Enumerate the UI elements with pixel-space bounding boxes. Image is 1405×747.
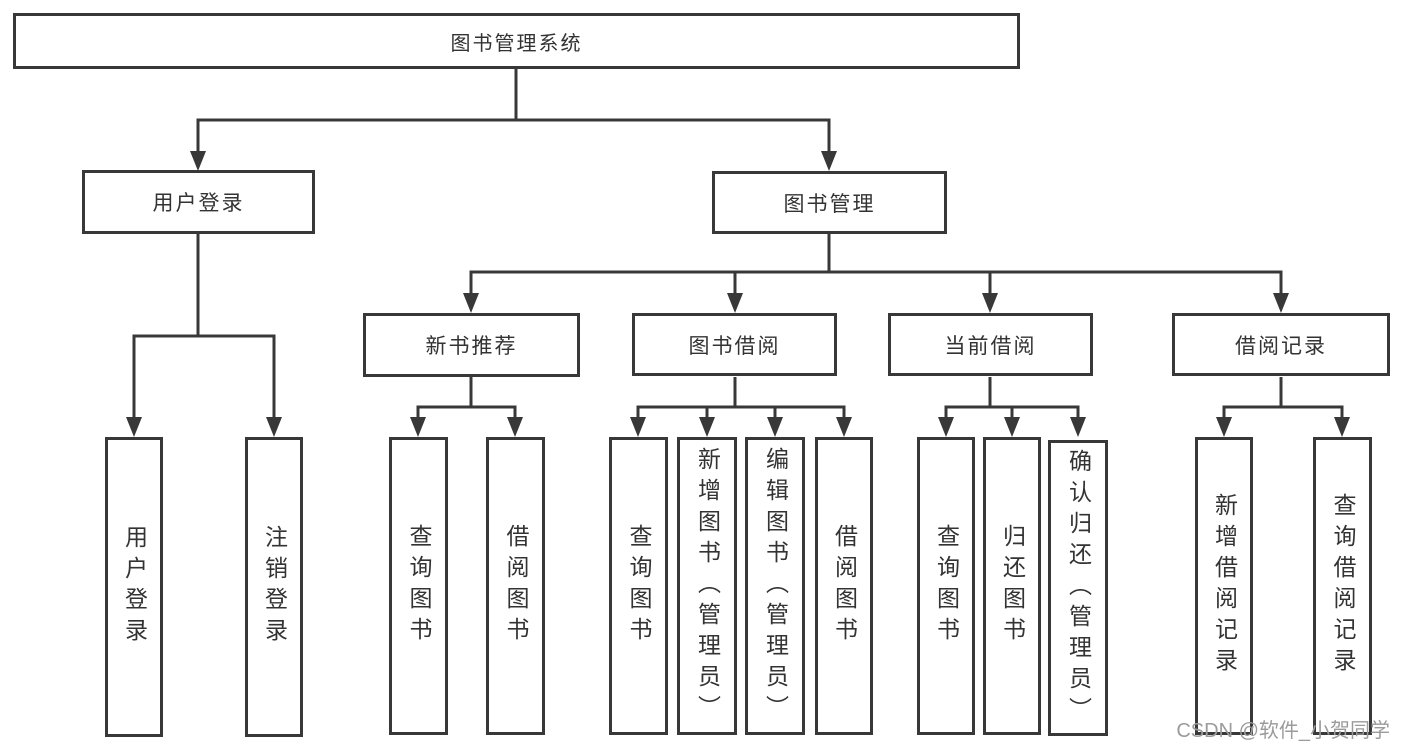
- leaf-borrow-edit-books-admin: 编辑图书（管理员）: [745, 437, 805, 735]
- arrow-down-icon: [1070, 417, 1086, 437]
- wire-recommend-to-leaves: [416, 377, 517, 423]
- leaf-recommend-query-books: 查询图书: [389, 437, 448, 735]
- arrow-down-icon: [507, 417, 523, 437]
- node-label: 图书管理: [783, 192, 876, 216]
- arrow-down-icon: [190, 151, 206, 171]
- leaf-records-add-record: 新增借阅记录: [1195, 437, 1253, 735]
- wire-bookmgmt-to-level3: [469, 234, 1283, 299]
- node-book-borrow: 图书借阅: [632, 313, 837, 376]
- wire-borrow-to-leaves: [636, 377, 846, 423]
- node-label: 新增图书（管理员）: [694, 446, 721, 726]
- node-label: 查询图书: [406, 524, 432, 648]
- arrow-down-icon: [410, 417, 426, 437]
- leaf-current-confirm-return-admin: 确认归还（管理员）: [1048, 440, 1108, 736]
- wire-records-to-leaves: [1222, 377, 1344, 423]
- node-label: 新增借阅记录: [1211, 493, 1238, 679]
- wire-current-to-leaves: [944, 377, 1080, 423]
- csdn-watermark: CSDN @软件_小贺同学: [1176, 720, 1390, 742]
- node-label: 借阅记录: [1235, 334, 1327, 358]
- arrow-down-icon: [1273, 293, 1289, 313]
- arrow-down-icon: [821, 151, 837, 171]
- arrow-down-icon: [463, 293, 479, 313]
- node-label: 注销登录: [261, 525, 288, 649]
- leaf-current-query-books: 查询图书: [917, 437, 975, 735]
- node-label: 用户登录: [152, 192, 245, 215]
- arrow-down-icon: [126, 417, 142, 437]
- node-label: 图书借阅: [688, 334, 781, 358]
- node-label: 确认归还（管理员）: [1065, 448, 1092, 728]
- node-current-borrow: 当前借阅: [888, 313, 1093, 376]
- node-label: 当前借阅: [944, 334, 1037, 358]
- leaf-borrow-borrow-books: 借阅图书: [815, 437, 873, 735]
- node-label: 查询借阅记录: [1330, 493, 1356, 679]
- arrow-down-icon: [1216, 417, 1232, 437]
- leaf-current-return-books: 归还图书: [983, 437, 1041, 735]
- node-label: 查询图书: [933, 524, 960, 648]
- node-label: 归还图书: [999, 524, 1026, 648]
- wire-userlogin-to-leaves: [132, 234, 276, 423]
- arrow-down-icon: [699, 417, 715, 437]
- node-label: 新书推荐: [425, 335, 518, 358]
- node-borrow-records: 借阅记录: [1172, 313, 1390, 376]
- arrow-down-icon: [982, 293, 998, 313]
- arrow-down-icon: [938, 417, 954, 437]
- arrow-down-icon: [266, 417, 282, 437]
- node-label: 借阅图书: [831, 524, 858, 648]
- node-label: 查询图书: [626, 524, 652, 648]
- arrow-down-icon: [727, 293, 743, 313]
- leaf-recommend-borrow-books: 借阅图书: [486, 437, 545, 735]
- leaf-records-query-record: 查询借阅记录: [1313, 437, 1372, 735]
- arrow-down-icon: [1004, 417, 1020, 437]
- leaf-borrow-query-books: 查询图书: [609, 437, 668, 735]
- node-label: 借阅图书: [503, 524, 529, 648]
- leaf-borrow-add-books-admin: 新增图书（管理员）: [677, 437, 737, 735]
- arrow-down-icon: [1334, 417, 1350, 437]
- node-system-root: 图书管理系统: [13, 13, 1020, 69]
- node-label: 用户登录: [121, 525, 148, 649]
- node-label: 图书管理系统: [450, 32, 583, 55]
- arrowheads: [126, 151, 1350, 437]
- node-user-login: 用户登录: [82, 170, 315, 234]
- leaf-user-login: 用户登录: [105, 437, 163, 737]
- arrow-down-icon: [630, 417, 646, 437]
- node-label: 编辑图书（管理员）: [762, 446, 789, 726]
- node-book-management: 图书管理: [712, 171, 947, 234]
- arrow-down-icon: [767, 417, 783, 437]
- node-new-book-recommend: 新书推荐: [363, 313, 580, 377]
- arrow-down-icon: [836, 417, 852, 437]
- wire-root-to-level2: [196, 69, 831, 157]
- leaf-logout: 注销登录: [245, 437, 303, 737]
